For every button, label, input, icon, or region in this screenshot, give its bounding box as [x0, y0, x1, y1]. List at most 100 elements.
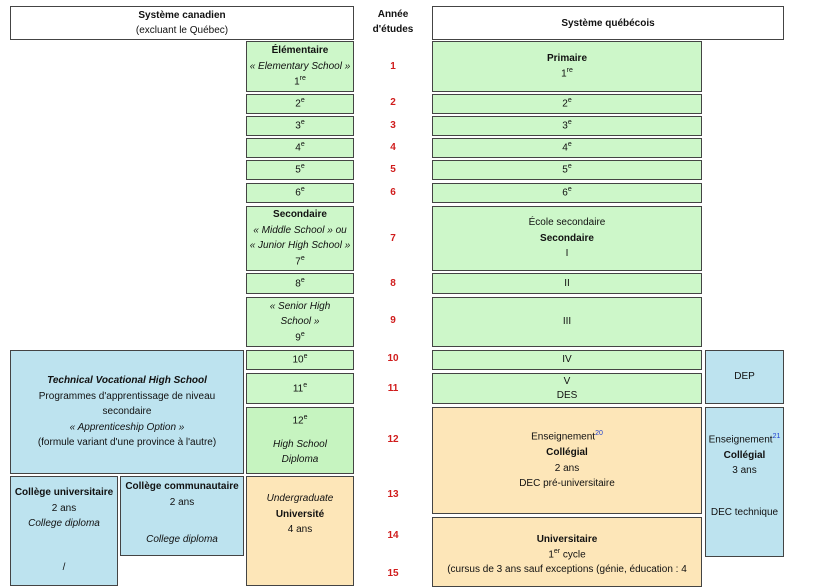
- university-duration: 4 ans: [287, 524, 313, 535]
- grade-label: 2e: [562, 96, 571, 112]
- secondary-level: IV: [562, 354, 572, 366]
- grade-label: 4e: [295, 140, 304, 156]
- grade-number: 6: [295, 187, 301, 199]
- grade-suffix: e: [300, 97, 305, 105]
- secondary-level: V: [563, 375, 571, 387]
- quebec-system-title: Système québécois: [561, 17, 655, 29]
- universitaire-title: Universitaire: [536, 534, 598, 545]
- footnote-21[interactable]: 21: [772, 433, 781, 440]
- apprenticeship-option: « Apprenticeship Option »: [69, 421, 185, 433]
- grade-number: 8: [295, 277, 301, 289]
- grade-suffix: e: [567, 186, 572, 194]
- grade-number: 7: [295, 256, 301, 268]
- year-number: 4: [390, 142, 396, 153]
- grade-suffix: e: [300, 186, 305, 194]
- university-label: Université: [275, 508, 325, 520]
- grade-label: 3e: [295, 118, 304, 134]
- canada-secondary-grade7: Secondaire « Middle School » ou « Junior…: [246, 206, 354, 271]
- canada-grade-10: 10e: [246, 350, 354, 370]
- enseignement-text: Enseignement: [708, 434, 773, 446]
- grade-suffix: e: [303, 353, 308, 361]
- grade-suffix: e: [567, 119, 572, 127]
- year-number: 13: [387, 489, 399, 500]
- elementary-title: Élémentaire: [271, 45, 329, 57]
- grade-label: 5e: [562, 162, 571, 178]
- quebec-grade-2: 2e: [432, 94, 702, 114]
- college-communautaire-diploma: College diploma: [146, 534, 218, 545]
- collegial-pre-university-box: Enseignement20 Collégial 2 ans DEC pré-u…: [432, 407, 702, 514]
- year-number: 8: [390, 278, 396, 289]
- dep-label: DEP: [734, 371, 755, 383]
- grade-suffix: e: [300, 141, 305, 149]
- dep-box: DEP: [705, 350, 784, 404]
- quebec-grade-6: 6e: [432, 183, 702, 203]
- year-number: 6: [390, 187, 396, 198]
- canada-grade-2: 2e: [246, 94, 354, 114]
- canada-elementary-grade1: Élémentaire « Elementary School » 1re: [246, 41, 354, 92]
- technical-title: Technical Vocational High School: [47, 375, 207, 387]
- collegial-technical-box: Enseignement21 Collégial 3 ans DEC techn…: [705, 407, 784, 557]
- quebec-university-box: Universitaire 1er cycle (cursus de 3 ans…: [432, 517, 702, 587]
- grade-label: 3e: [562, 118, 571, 134]
- quebec-grade-4: 4e: [432, 138, 702, 158]
- year-number: 1: [390, 61, 396, 72]
- college-universitaire-duration: 2 ans: [51, 502, 77, 514]
- grade-label: 6e: [295, 185, 304, 201]
- grade-suffix: e: [567, 163, 572, 171]
- grade-suffix: e: [567, 97, 572, 105]
- cycle-word: cycle: [562, 549, 586, 561]
- grade-label: 1re: [561, 66, 573, 82]
- senior-high-label-2: School »: [280, 316, 320, 328]
- grade-number: 9: [295, 331, 301, 343]
- college-communautaire-title: Collège communautaire: [125, 481, 239, 492]
- canada-senior-high-grade9: « Senior High School » 9e: [246, 297, 354, 347]
- year-number: 7: [390, 233, 396, 244]
- cursus-note: (cursus de 3 ans sauf exceptions (génie,…: [447, 564, 687, 576]
- canada-grade-4: 4e: [246, 138, 354, 158]
- cycle-suffix: er: [553, 548, 561, 555]
- secondaire-title: Secondaire: [540, 232, 594, 244]
- canada-grade-3: 3e: [246, 116, 354, 136]
- cycle-number: 1: [548, 549, 554, 561]
- secondary-level: II: [564, 277, 570, 289]
- secondary-level: III: [562, 316, 572, 328]
- enseignement-label: Enseignement20: [531, 429, 603, 445]
- college-universitaire-slash: /: [62, 561, 66, 573]
- quebec-secondary-III: III: [432, 297, 702, 347]
- elementary-english: « Elementary School »: [249, 60, 351, 72]
- grade-suffix: re: [299, 75, 306, 83]
- grade-label: 12e: [292, 413, 307, 429]
- college-communautaire-duration: 2 ans: [169, 496, 195, 508]
- junior-high-label: « Junior High School »: [249, 240, 351, 252]
- secondary-title: Secondaire: [273, 209, 327, 221]
- grade-label: 2e: [295, 96, 304, 112]
- year-number: 2: [390, 97, 396, 108]
- des-label: DES: [556, 389, 578, 401]
- canadian-system-title: Système canadien: [138, 10, 226, 21]
- canada-grade-6: 6e: [246, 183, 354, 203]
- canada-university: Undergraduate Université 4 ans: [246, 476, 354, 586]
- year-header-line2: d'études: [372, 23, 414, 35]
- footnote-20[interactable]: 20: [595, 430, 603, 438]
- enseignement-label: Enseignement21: [709, 432, 781, 448]
- dec-technical: DEC technique: [710, 506, 779, 518]
- college-communautaire-box: Collège communautaire 2 ans College dipl…: [120, 476, 244, 556]
- quebec-secondary-IV: IV: [432, 350, 702, 370]
- grade-number: 4: [295, 142, 301, 154]
- grade-label: 1re: [294, 74, 306, 90]
- dec-pre-university: DEC pré-universitaire: [519, 478, 615, 490]
- college-universitaire-diploma: College diploma: [28, 518, 100, 529]
- canadian-system-header: Système canadien (excluant le Québec): [10, 6, 354, 40]
- canadian-system-subtitle: (excluant le Québec): [135, 25, 229, 36]
- grade-label: 7e: [295, 254, 304, 270]
- grade-number: 4: [562, 142, 568, 154]
- grade-suffix: re: [566, 67, 573, 75]
- high-school-label: High School: [273, 438, 327, 450]
- collegial-duration: 3 ans: [732, 465, 757, 477]
- primary-title: Primaire: [546, 52, 588, 64]
- grade-suffix: e: [300, 119, 305, 127]
- year-number: 15: [387, 568, 399, 579]
- grade-suffix: e: [300, 276, 305, 284]
- technical-vocational-box: Technical Vocational High School Program…: [10, 350, 244, 474]
- grade-number: 3: [562, 120, 568, 132]
